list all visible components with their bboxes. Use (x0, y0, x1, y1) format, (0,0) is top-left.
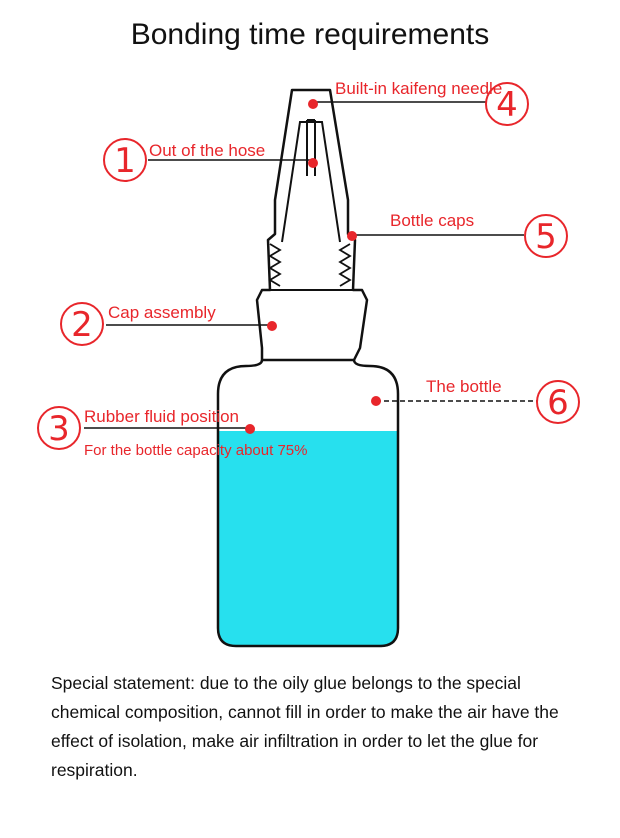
callout-sublabel-capacity: For the bottle capacity about 75% (84, 442, 308, 459)
callout-circle-4 (485, 82, 529, 126)
callout-circle-2 (60, 302, 104, 346)
marker-dots (245, 99, 381, 434)
marker-dot-3 (245, 424, 255, 434)
callout-circle-1 (103, 138, 147, 182)
page-title: Bonding time requirements (130, 18, 490, 51)
glue-liquid (218, 431, 398, 646)
inner-hose (281, 121, 341, 243)
bottle-body (216, 359, 400, 648)
callout-label-the-bottle: The bottle (426, 377, 502, 396)
thread-right (338, 243, 352, 287)
marker-dot-6 (371, 396, 381, 406)
marker-dot-1 (308, 158, 318, 168)
cap-assembly (255, 88, 369, 362)
callout-number-1: 1 (114, 141, 136, 181)
marker-dot-4 (308, 99, 318, 109)
callout-label-kaifeng-needle: Built-in kaifeng needle (335, 79, 503, 98)
callout-number-3: 3 (48, 409, 70, 449)
callout-circle-6 (536, 380, 580, 424)
thread-left (268, 243, 282, 287)
callout-label-bottle-caps: Bottle caps (390, 211, 475, 230)
bottle-diagram: 1 2 3 4 5 6 (37, 82, 580, 648)
callout-label-out-of-the-hose: Out of the hose (149, 141, 266, 160)
callout-number-6: 6 (547, 383, 569, 423)
callout-number-5: 5 (535, 217, 557, 257)
callout-number-4: 4 (496, 85, 518, 125)
callout-circle-5 (524, 214, 568, 258)
callout-circle-3 (37, 406, 81, 450)
marker-dot-5 (347, 231, 357, 241)
callout-label-cap-assembly: Cap assembly (108, 303, 216, 322)
special-statement: Special statement: due to the oily glue … (51, 673, 559, 780)
leader-lines (84, 101, 538, 429)
callout-number-2: 2 (71, 305, 93, 345)
marker-dot-2 (267, 321, 277, 331)
callout-label-rubber-fluid-position: Rubber fluid position (84, 407, 239, 426)
